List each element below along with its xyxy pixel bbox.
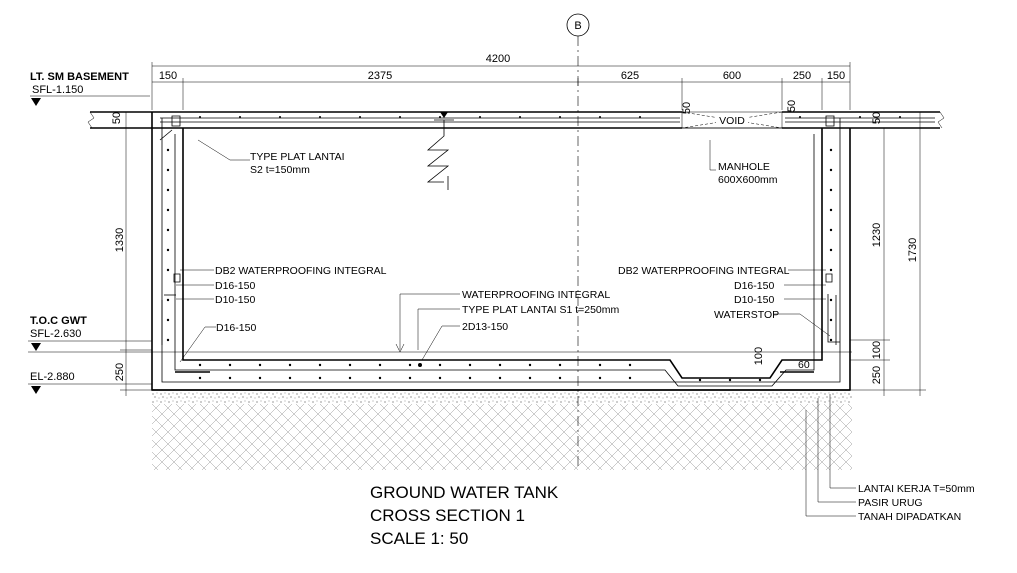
- top-dimensions: 4200 150 2375 625 600 250 150: [151, 53, 851, 110]
- void-label: VOID: [719, 115, 745, 127]
- level-markers: LT. SM BASEMENT SFL-1.150 T.O.C GWT SFL-…: [28, 71, 852, 394]
- dim-base-right-a: 100: [871, 341, 883, 359]
- label-type-plat-s2-2: S2 t=150mm: [250, 164, 310, 176]
- level-toc-title: T.O.C GWT: [30, 315, 87, 327]
- label-type-plat-s2-1: TYPE PLAT LANTAI: [250, 151, 345, 163]
- label-pasir-urug: PASIR URUG: [858, 497, 923, 509]
- dim-top-2: 2375: [368, 70, 392, 82]
- dim-slab-far-right: 50: [871, 112, 883, 124]
- dim-top-6: 150: [827, 70, 845, 82]
- dim-chamfer: 60: [798, 359, 810, 371]
- dim-overall: 4200: [486, 53, 510, 65]
- label-lantai-kerja: LANTAI KERJA T=50mm: [858, 483, 975, 495]
- label-d10-left: D10-150: [215, 294, 255, 306]
- pasir-urug-layer: [152, 390, 852, 404]
- title-line-2: CROSS SECTION 1: [370, 506, 525, 525]
- label-db2-left: DB2 WATERPROOFING INTEGRAL: [215, 265, 387, 277]
- label-manhole-1: MANHOLE: [718, 161, 770, 173]
- dim-sump: 100: [753, 347, 765, 365]
- label-d16-left: D16-150: [215, 280, 255, 292]
- title-line-1: GROUND WATER TANK: [370, 483, 559, 502]
- dim-wall-left: 1330: [114, 228, 126, 252]
- label-waterstop: WATERSTOP: [714, 309, 779, 321]
- label-2d13: 2D13-150: [462, 321, 508, 333]
- callouts: TYPE PLAT LANTAI S2 t=150mm MANHOLE 600X…: [176, 139, 975, 523]
- label-d10-right: D10-150: [734, 294, 774, 306]
- title-line-3: SCALE 1: 50: [370, 529, 468, 548]
- void-opening: VOID: [681, 111, 783, 129]
- tank-outline: [151, 112, 851, 391]
- label-manhole-2: 600X600mm: [718, 174, 778, 186]
- level-toc-sfl: SFL-2.630: [30, 328, 81, 340]
- tanah-dipadatkan-layer: [152, 404, 852, 470]
- level-basement-sfl: SFL-1.150: [32, 84, 83, 96]
- grid-line-b: B: [566, 13, 590, 470]
- dim-slab-right: 50: [786, 100, 798, 112]
- level-el: EL-2.880: [30, 371, 75, 383]
- dim-top-3: 625: [621, 70, 639, 82]
- level-basement-title: LT. SM BASEMENT: [30, 71, 129, 83]
- dim-top-1: 150: [159, 70, 177, 82]
- reinforcement: [159, 115, 935, 387]
- dim-top-5: 250: [793, 70, 811, 82]
- dim-wall-right-inner: 1230: [871, 223, 883, 247]
- label-tanah: TANAH DIPADATKAN: [858, 511, 961, 523]
- top-slab: [87, 111, 945, 129]
- dim-slab-mid: 50: [681, 102, 693, 114]
- dim-wall-right-outer: 1730: [907, 238, 919, 262]
- title-block: GROUND WATER TANK CROSS SECTION 1 SCALE …: [370, 483, 559, 548]
- water-level-symbol: [426, 112, 454, 190]
- right-dimensions: 1230 1730 100 250 50 50 50 100 60: [681, 100, 926, 396]
- svg-text:B: B: [574, 20, 581, 32]
- left-dimensions: 1330 250 50: [111, 112, 152, 396]
- label-db2-right: DB2 WATERPROOFING INTEGRAL: [618, 265, 790, 277]
- dim-slab-left: 50: [111, 112, 123, 124]
- label-type-plat-s1: TYPE PLAT LANTAI S1 t=250mm: [462, 304, 620, 316]
- label-d16-base: D16-150: [216, 322, 256, 334]
- dim-base-right-b: 250: [871, 366, 883, 384]
- dim-top-4: 600: [723, 70, 741, 82]
- label-d16-right: D16-150: [734, 280, 774, 292]
- label-wp-integral: WATERPROOFING INTEGRAL: [462, 289, 610, 301]
- dim-base-left: 250: [114, 363, 126, 381]
